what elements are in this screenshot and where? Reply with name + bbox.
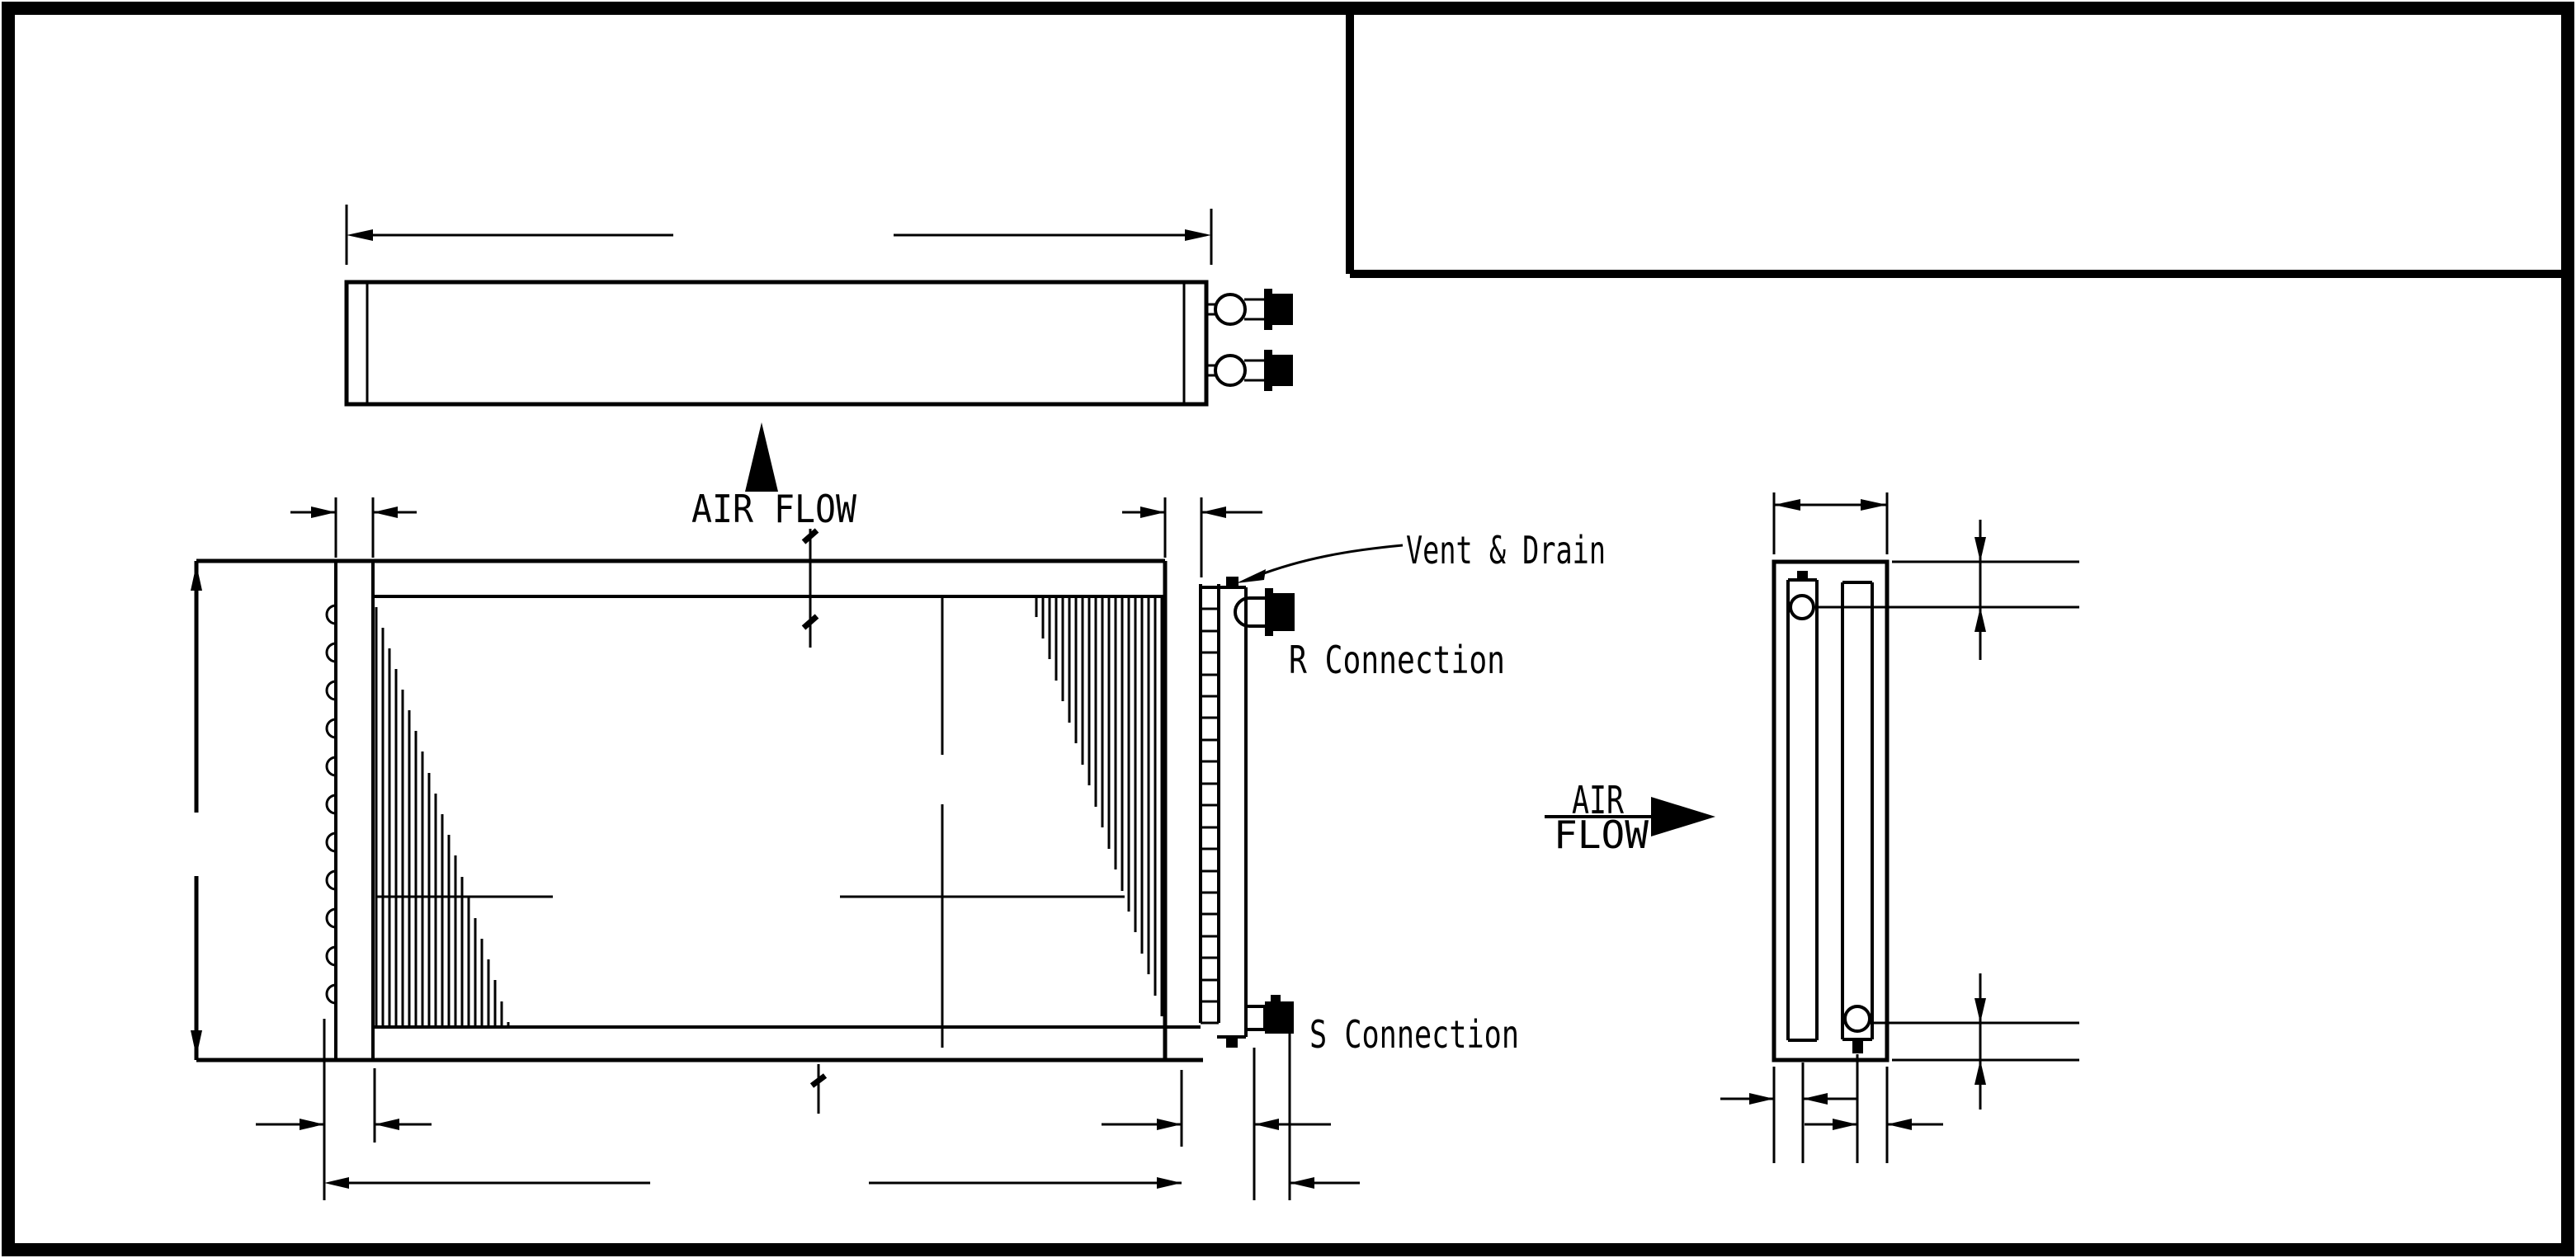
- dimension-arrow-icon: [1774, 499, 1800, 511]
- side-tube-column-1: [1786, 571, 1819, 1042]
- r-cap-flange: [1265, 588, 1273, 636]
- height-dim-arrow-icon: [191, 564, 202, 591]
- airflow-side-label-flow: FLOW: [1554, 813, 1649, 857]
- tube-sheet: [1199, 584, 1220, 1023]
- dimension-arrow-icon: [1861, 499, 1887, 511]
- dimension-arrow-icon: [1157, 1119, 1182, 1130]
- drain-fitting: [1226, 1037, 1238, 1048]
- connection-pipe: [1244, 359, 1264, 382]
- return-bends: [325, 604, 337, 1005]
- connection-cap-flange: [1264, 289, 1272, 330]
- s-cap: [1265, 1001, 1294, 1034]
- r-connection-fitting: [1234, 588, 1295, 636]
- top-view-length-dimension: [345, 205, 1213, 265]
- dimension-arrow-icon: [1157, 1177, 1182, 1189]
- airflow-side: AIR FLOW: [1545, 778, 1715, 857]
- s-connection-label: S Connection: [1309, 1012, 1519, 1057]
- vent-drain-leader: [1250, 544, 1404, 580]
- dimension-arrow-icon: [1974, 607, 1986, 632]
- extension-lines: [334, 497, 1203, 577]
- extension-lines: [1814, 560, 2079, 1062]
- left-flange-lines: [334, 561, 375, 1060]
- s-pipe: [1244, 1005, 1267, 1031]
- dimension-arrow-icon: [1974, 998, 1986, 1023]
- dimension-arrow-icon: [311, 506, 336, 518]
- airflow-up-arrow-icon: [745, 422, 778, 492]
- connection-pipe-circle: [1214, 293, 1247, 326]
- dimension-arrow-icon: [375, 1119, 399, 1130]
- callouts: Vent & Drain R Connection S Connection: [1236, 528, 1606, 1057]
- side-bottom-dimensions: [1720, 1054, 1943, 1163]
- title-block: [1346, 15, 2568, 278]
- tube-sheet-rungs: [1201, 586, 1219, 1025]
- s-connection-fitting: [1244, 995, 1294, 1034]
- side-tube-column-2: [1841, 581, 1874, 1053]
- dimension-arrow-icon: [1254, 1119, 1279, 1130]
- height-dim-arrow-icon: [191, 1030, 202, 1057]
- dimension-arrow-icon: [1185, 229, 1211, 241]
- side-right-dimensions: [1814, 520, 2079, 1110]
- dimension-arrow-icon: [1803, 1093, 1828, 1105]
- side-top-dimension: [1772, 492, 1889, 554]
- airflow-right-arrow-icon: [1651, 797, 1715, 836]
- front-top-dimensions: [290, 497, 1262, 577]
- r-pipe: [1234, 596, 1265, 628]
- header-outline: [1201, 586, 1248, 1039]
- top-view: [344, 205, 1293, 407]
- center-lines: [375, 596, 1125, 1048]
- dimension-arrow-icon: [1749, 1093, 1774, 1105]
- extension-lines: [1772, 1054, 1889, 1163]
- front-bottom-dimensions: [256, 1019, 1360, 1200]
- side-vent-circle: [1789, 594, 1815, 620]
- fin-hatch-left: [375, 607, 510, 1027]
- connection-pipe-circle: [1214, 354, 1247, 387]
- side-s-circle: [1843, 1005, 1871, 1033]
- dimension-arrow-icon: [373, 506, 398, 518]
- center-ticks: [801, 528, 819, 630]
- top-view-end-plates: [366, 282, 1186, 404]
- r-connection-label: R Connection: [1289, 638, 1505, 682]
- dimension-arrow-icon: [1833, 1119, 1857, 1130]
- dimension-arrow-icon: [324, 1177, 349, 1189]
- header-assembly: [1199, 577, 1248, 1048]
- tube-column-outline: [1841, 581, 1874, 1041]
- dimension-arrow-icon: [1974, 537, 1986, 562]
- top-view-outline: [344, 280, 1209, 407]
- dimension-arrow-icon: [300, 1119, 324, 1130]
- dimension-arrow-icon: [1290, 1177, 1314, 1189]
- side-view-outline: [1772, 559, 1890, 1062]
- connection-cap-flange: [1264, 350, 1272, 391]
- side-vent-cap: [1797, 571, 1808, 580]
- vent-fitting: [1226, 577, 1238, 587]
- side-s-cap: [1852, 1041, 1863, 1053]
- airflow-top: AIR FLOW: [691, 422, 856, 648]
- connection-stub: [1206, 303, 1215, 316]
- vent-drain-label: Vent & Drain: [1406, 528, 1606, 572]
- dimension-arrow-icon: [347, 229, 373, 241]
- fin-hatch-right: [1035, 596, 1163, 1016]
- dimension-arrow-icon: [1887, 1119, 1912, 1130]
- center-tick: [809, 1073, 828, 1088]
- top-view-connection-upper: [1206, 289, 1293, 330]
- extension-lines: [1772, 492, 1889, 554]
- front-view-outline: [194, 558, 1203, 1062]
- extension-lines: [345, 205, 1213, 265]
- side-view: [1720, 492, 2079, 1163]
- top-view-connection-lower: [1206, 350, 1293, 391]
- leader-arrow-icon: [1236, 569, 1266, 583]
- connection-stub: [1206, 364, 1215, 377]
- airflow-top-label: AIR FLOW: [691, 487, 856, 531]
- dimension-arrow-icon: [1201, 506, 1226, 518]
- connection-pipe: [1244, 298, 1264, 321]
- front-view: [191, 497, 1360, 1200]
- extension-lines: [323, 1019, 1291, 1200]
- dimension-arrow-icon: [1974, 1060, 1986, 1085]
- s-cap-flange: [1271, 995, 1281, 1003]
- tube-column-outline: [1786, 578, 1819, 1042]
- airflow-side-label-air: AIR: [1572, 778, 1624, 822]
- dimension-arrow-icon: [1140, 506, 1165, 518]
- casing-rails: [373, 595, 1201, 1029]
